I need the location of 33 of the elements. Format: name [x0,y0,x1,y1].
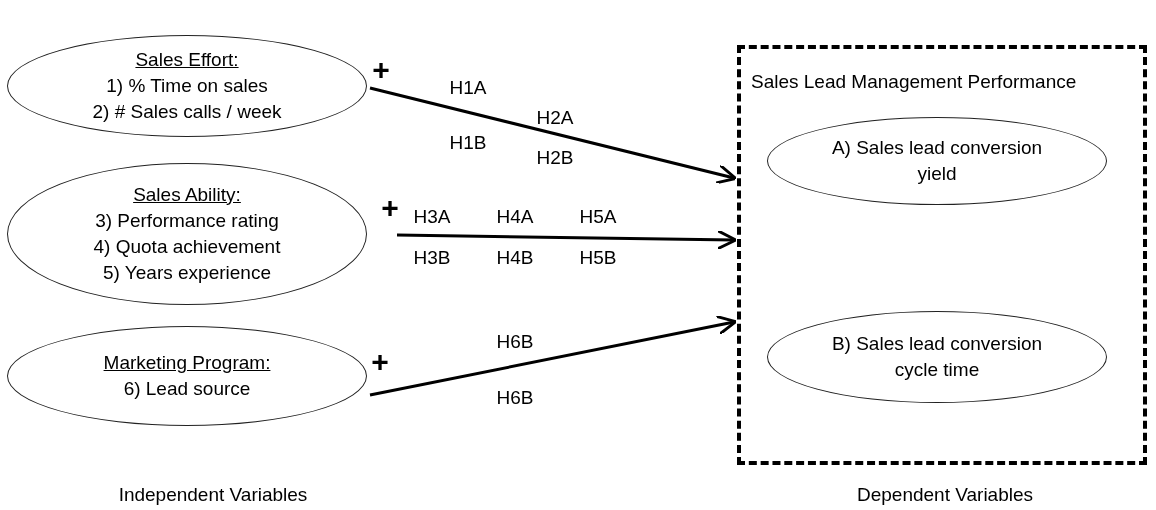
arrow [369,86,738,185]
hypothesis-label: H3B [413,247,451,269]
sign-label: + [371,345,389,379]
axis-caption: Dependent Variables [857,484,1033,506]
hypothesis-label: H4A [496,206,534,228]
variable-heading: Marketing Program: [103,351,271,375]
axis-caption: Independent Variables [118,484,308,506]
hypothesis-label: H6B [496,331,534,353]
variable-heading: Sales Ability: [133,183,241,207]
arrow [369,314,738,397]
hypothesis-label: H2B [536,147,574,169]
variable-text: A) Sales lead conversion yield [830,136,1044,186]
variable-text: B) Sales lead conversion cycle time [830,332,1044,382]
hypothesis-label: H4B [496,247,534,269]
hypothesis-label: H2A [536,107,574,129]
hypothesis-label: H5B [579,247,617,269]
hypothesis-label: H3A [413,206,451,228]
group-title: Sales Lead Management Performance [751,71,1077,93]
hypothesis-label: H1A [449,77,487,99]
variable-text: 2) # Sales calls / week [92,100,282,124]
dashed-group-box [737,45,1147,465]
variable-heading: Sales Effort: [135,48,239,72]
variable-text: 4) Quota achievement [93,235,281,259]
variable-text: 3) Performance rating [95,209,279,233]
sign-label: + [372,53,390,87]
sign-label: + [381,191,399,225]
variable-text: 6) Lead source [123,377,251,401]
hypothesis-label: H6B [496,387,534,409]
variable-text: 1) % Time on sales [106,74,268,98]
arrow [396,229,738,251]
hypothesis-label: H5A [579,206,617,228]
variable-text: 5) Years experience [103,261,271,285]
hypothesis-label: H1B [449,132,487,154]
